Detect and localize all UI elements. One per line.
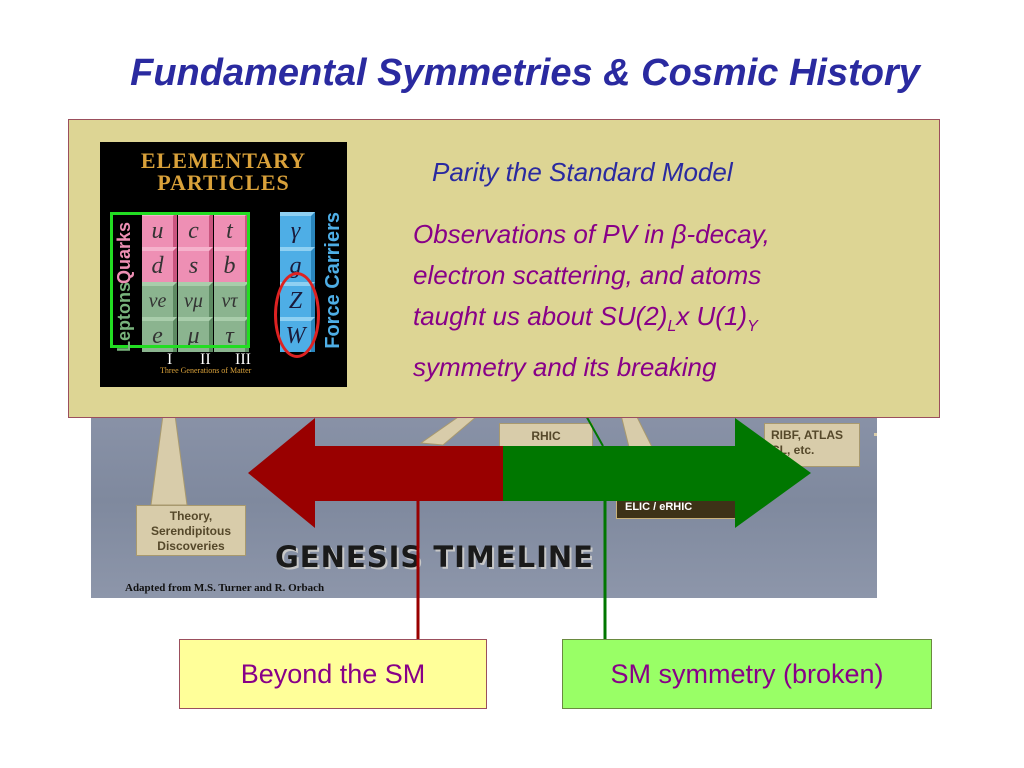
- tag-ribf-atlas: RIBF, ATLAS CL, etc.: [764, 423, 860, 467]
- edge-mark: [874, 433, 877, 436]
- left-arrow-red: [248, 418, 503, 528]
- gen-3: III: [235, 351, 251, 368]
- poster-title-line2: PARTICLES: [157, 170, 290, 195]
- particle-s: s: [178, 247, 213, 282]
- gen-1: I: [167, 351, 173, 368]
- callout-body-line3: taught us about SU(2)Lx U(1)Y: [413, 296, 933, 347]
- label-leptons: Leptons: [114, 282, 134, 352]
- gen-2: II: [200, 351, 211, 368]
- highlight-red-ellipse: [274, 272, 320, 358]
- particle-nu-mu: νμ: [178, 282, 213, 317]
- tag-theory: Theory, Serendipitous Discoveries: [136, 505, 246, 556]
- boson-photon: γ: [280, 212, 315, 247]
- elementary-particles-poster: ELEMENTARY PARTICLES u c t d s b νe νμ ν…: [100, 142, 347, 387]
- callout-su2: taught us about SU(2): [413, 301, 668, 331]
- callout-u1: x U(1): [676, 301, 748, 331]
- right-arrow-green: [503, 418, 811, 528]
- generations-caption: Three Generations of Matter: [160, 366, 252, 375]
- poster-title-line1: ELEMENTARY: [140, 148, 307, 173]
- slide-title: Fundamental Symmetries & Cosmic History: [130, 52, 920, 94]
- callout-body-line2: electron scattering, and atoms: [413, 260, 762, 290]
- beyond-sm-box: Beyond the SM: [179, 639, 487, 709]
- particle-nu-e: νe: [142, 282, 177, 317]
- sm-symmetry-box: SM symmetry (broken): [562, 639, 932, 709]
- label-quarks: Quarks: [114, 222, 134, 285]
- callout-body-line1: Observations of PV in β-decay,: [413, 219, 770, 249]
- callout-sub-y: Y: [747, 318, 758, 336]
- callout-sub-l: L: [667, 318, 677, 336]
- callout-body-line4: symmetry and its breaking: [413, 352, 717, 383]
- highlight-green-box: [110, 212, 250, 348]
- particle-d: d: [142, 247, 177, 282]
- callout-heading: Parity the Standard Model: [432, 157, 733, 187]
- callout-body: Observations of PV in β-decay, electron …: [413, 214, 933, 388]
- genesis-timeline-label: GENESIS TIMELINE: [275, 540, 594, 574]
- adapted-credit: Adapted from M.S. Turner and R. Orbach: [125, 582, 325, 594]
- label-force-carriers: Force Carriers: [322, 212, 344, 349]
- poster-title: ELEMENTARY PARTICLES: [100, 150, 347, 194]
